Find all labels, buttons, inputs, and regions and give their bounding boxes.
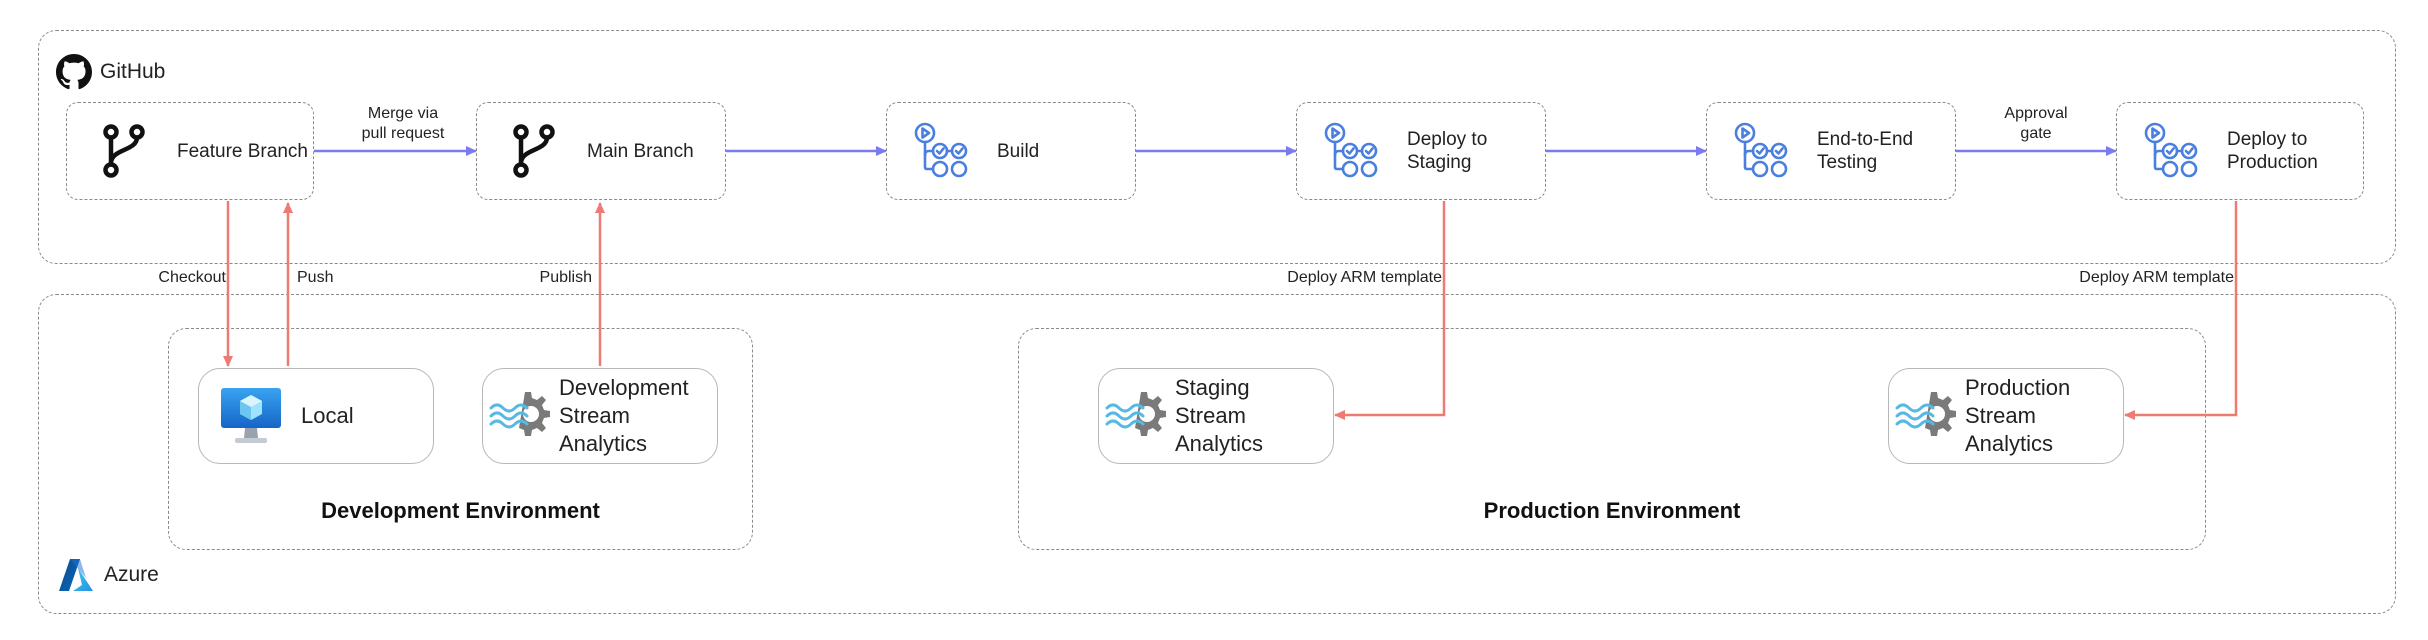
step-label: Feature Branch [177, 140, 308, 162]
step-main-branch[interactable]: Main Branch [476, 102, 726, 200]
edge-label-deploy-staging: Deploy ARM template [1287, 269, 1442, 286]
stream-analytics-icon [1895, 392, 1956, 436]
resource-label: Local [301, 403, 354, 428]
edge-label-push: Push [297, 269, 334, 286]
edge-deploy-production [2124, 201, 2238, 420]
edge-label-merge: Merge via pull request [361, 105, 445, 142]
step-label: End-to-End Testing [1817, 129, 1914, 173]
workflow-icon [2144, 122, 2198, 178]
workflow-icon [1734, 122, 1788, 178]
edge-label-checkout: Checkout [158, 269, 226, 286]
production-environment-title: Production Environment [1483, 498, 1741, 523]
edge-label-approval: Approval gate [2004, 105, 2068, 142]
step-label: Main Branch [587, 140, 694, 162]
development-environment [168, 328, 753, 550]
resource-label: Production Stream Analytics [1965, 375, 2071, 456]
azure-zone-label: Azure [104, 563, 159, 586]
step-label: Deploy to Production [2227, 129, 2318, 173]
resource-local[interactable]: Local [198, 368, 434, 464]
step-feature-branch[interactable]: Feature Branch [66, 102, 314, 200]
stream-analytics-icon [489, 392, 550, 436]
step-build[interactable]: Build [886, 102, 1136, 200]
vm-icon [221, 388, 281, 443]
development-environment-title: Development Environment [321, 498, 600, 523]
azure-zone [38, 294, 2396, 614]
github-zone [38, 30, 2396, 264]
resource-development-stream-analytics[interactable]: Development Stream Analytics [482, 368, 718, 464]
step-label: Deploy to Staging [1407, 129, 1488, 173]
branch-icon [103, 124, 145, 178]
azure-zone-title: Azure [58, 558, 159, 592]
resource-staging-stream-analytics[interactable]: Staging Stream Analytics [1098, 368, 1334, 464]
resource-label: Development Stream Analytics [559, 375, 689, 456]
github-icon [56, 54, 92, 90]
stream-analytics-icon [1105, 392, 1166, 436]
step-label: Build [997, 140, 1040, 162]
resource-production-stream-analytics[interactable]: Production Stream Analytics [1888, 368, 2124, 464]
edge-deploy-staging [1334, 201, 1446, 420]
edge-label-publish: Publish [539, 269, 592, 286]
branch-icon [513, 124, 555, 178]
github-zone-title: GitHub [56, 54, 165, 90]
step-deploy-staging[interactable]: Deploy to Staging [1296, 102, 1546, 200]
azure-icon [59, 559, 93, 591]
resource-label: Staging Stream Analytics [1175, 375, 1264, 456]
step-deploy-production[interactable]: Deploy to Production [2116, 102, 2364, 200]
workflow-icon [914, 122, 968, 178]
production-environment [1018, 328, 2206, 550]
github-zone-label: GitHub [100, 60, 166, 83]
edge-label-deploy-production: Deploy ARM template [2079, 269, 2234, 286]
step-end-to-end-testing[interactable]: End-to-End Testing [1706, 102, 1956, 200]
workflow-icon [1324, 122, 1378, 178]
